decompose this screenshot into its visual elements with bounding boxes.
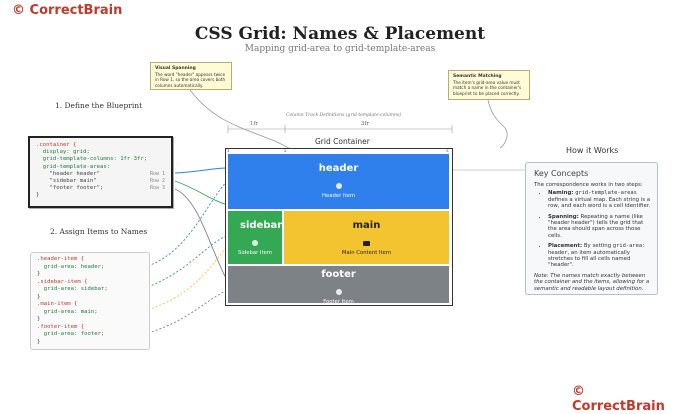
visual-spanning-note: Visual Spanning The word "header" appear… xyxy=(150,62,232,90)
semantic-note-connector xyxy=(487,99,508,149)
header-area-label: Header Item xyxy=(321,193,356,199)
row3-tag: Row 3 xyxy=(149,185,165,191)
sidebar-area-name: sidebar xyxy=(240,220,283,231)
key-concepts-heading: Key Concepts xyxy=(534,169,589,178)
header-icon xyxy=(335,183,342,189)
visual-note-title: Visual Spanning xyxy=(155,66,196,71)
footer-item-connector xyxy=(147,289,229,334)
items-code-box: .header-item { grid-area: header; } .sid… xyxy=(30,252,150,350)
row2-connector xyxy=(174,180,229,206)
page-subtitle: Mapping grid-area to grid-template-areas xyxy=(244,44,436,54)
main-area-name: main xyxy=(352,220,381,231)
row3-connector xyxy=(174,188,229,283)
main-area: main Main Content Item xyxy=(284,211,449,264)
grid-container-label: Grid Container xyxy=(315,137,370,146)
main-icon xyxy=(363,241,370,246)
blueprint-code-box: .container { display: grid; grid-templat… xyxy=(28,136,173,208)
brand-logo-top: © CorrectBrain xyxy=(12,3,123,18)
concepts-list: Naming: grid-template-areas defines a vi… xyxy=(534,190,651,268)
page-title: CSS Grid: Names & Placement xyxy=(194,24,486,44)
blueprint-code: .container { display: grid; grid-templat… xyxy=(36,142,148,199)
footer-area-label: Footer Item xyxy=(323,299,354,305)
main-area-label: Main Content Item xyxy=(341,250,392,256)
visual-note-body: The word "header" appears twice in Row 1… xyxy=(155,72,226,88)
section-define-blueprint: 1. Define the Blueprint xyxy=(55,101,143,110)
sidebar-item-connector xyxy=(147,234,229,288)
semantic-matching-note: Semantic Matching The item's grid-area v… xyxy=(448,70,530,100)
semantic-note-body: The item's grid-area value must match a … xyxy=(453,80,522,96)
concept-spanning: Spanning: Repeating a name (like "header… xyxy=(548,214,651,240)
concept-naming: Naming: grid-template-areas defines a vi… xyxy=(548,190,651,209)
key-concepts-box: Key Concepts The correspondence works in… xyxy=(525,162,658,295)
grid-line-1: 1 xyxy=(227,148,230,153)
col2-size-label: 3fr xyxy=(361,121,370,127)
footer-icon xyxy=(335,289,342,295)
col1-size-label: 1fr xyxy=(250,121,259,127)
concept-placement: Placement: By setting grid-area: header,… xyxy=(548,243,651,269)
sidebar-icon xyxy=(252,240,258,246)
grid-line-3: 3 xyxy=(446,148,449,153)
row1-tag: Row 1 xyxy=(149,171,165,177)
header-area: header Header Item xyxy=(228,154,449,209)
concepts-intro: The correspondence works in two steps: xyxy=(534,182,643,188)
sidebar-area-label: Sidebar Item xyxy=(238,250,272,256)
grid-line-2: 2 xyxy=(284,148,287,153)
row2-tag: Row 2 xyxy=(149,178,165,184)
semantic-note-title: Semantic Matching xyxy=(453,74,502,79)
items-code: .header-item { grid-area: header; } .sid… xyxy=(37,256,108,345)
grid-container: 1 2 3 header Header Item sidebar Sidebar… xyxy=(225,148,453,306)
footer-area: footer Footer Item xyxy=(228,266,449,305)
sidebar-area: sidebar Sidebar Item xyxy=(228,211,282,264)
row1-connector xyxy=(174,167,229,174)
how-it-works-title: How it Works xyxy=(566,146,619,155)
visual-note-connector xyxy=(189,89,293,151)
track-definitions-label: Column Track Definitions (grid-template-… xyxy=(286,113,401,118)
connector-layer xyxy=(147,89,525,334)
header-area-name: header xyxy=(318,163,359,174)
footer-area-name: footer xyxy=(321,269,356,280)
concepts-note: Note: The names match exactly between th… xyxy=(534,272,650,292)
section-assign-items: 2. Assign Items to Names xyxy=(50,227,148,236)
main-item-connector xyxy=(147,244,229,311)
